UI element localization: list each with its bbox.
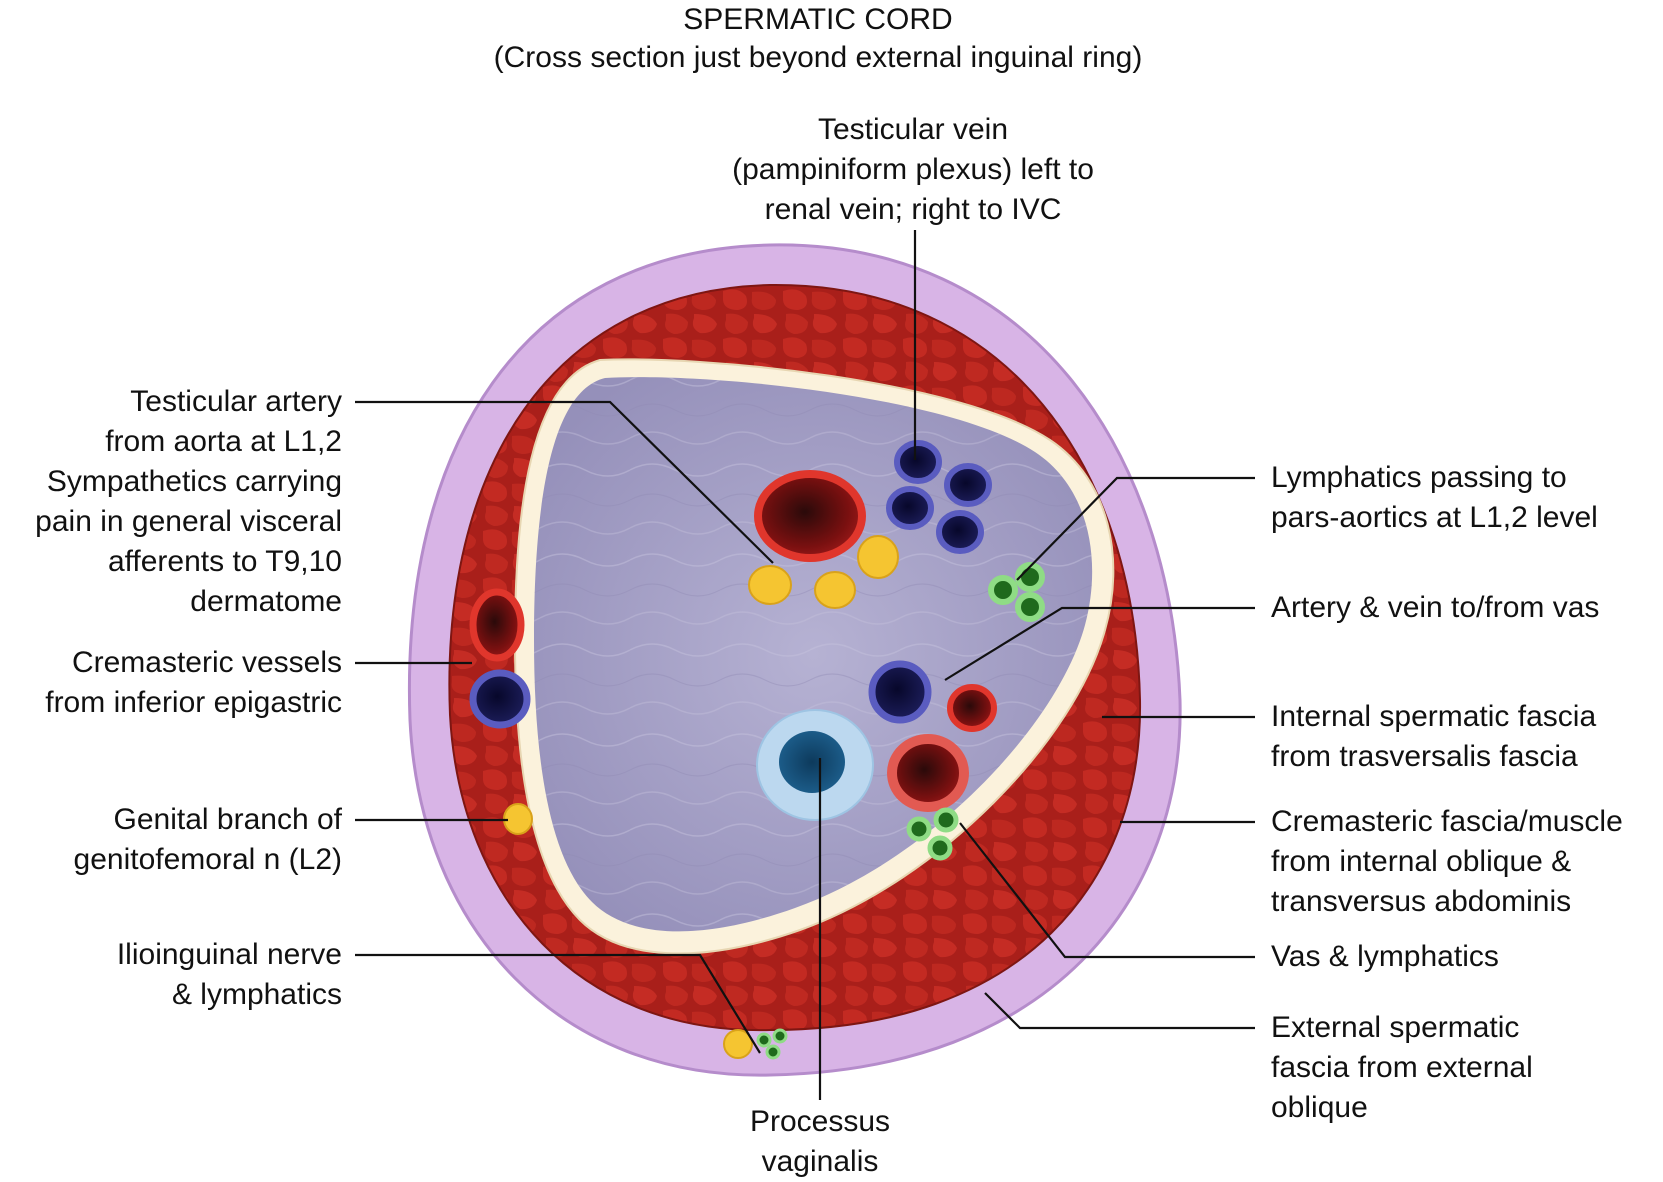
vas-lymphatic-3 — [927, 835, 953, 861]
label-ilioinguinal: Ilioinguinal nerve & lymphatics — [116, 938, 342, 1011]
pampiniform-vein-4 — [936, 510, 984, 554]
testicular-sympathetic-nerve-3 — [857, 535, 899, 579]
label-cremasteric-fascia: Cremasteric fascia/muscle from internal … — [1271, 805, 1623, 918]
testicular-artery — [754, 470, 866, 562]
ilioinguinal-lymphatic-2 — [772, 1028, 788, 1044]
pampiniform-vein-3 — [886, 486, 934, 530]
testicular-sympathetic-nerve-2 — [814, 571, 856, 609]
label-artery-vein-vas: Artery & vein to/from vas — [1271, 591, 1600, 624]
label-vas-lymphatics: Vas & lymphatics — [1271, 940, 1499, 973]
pampiniform-vein-2 — [944, 463, 992, 507]
label-genital-branch: Genital branch of genitofemoral n (L2) — [73, 803, 342, 876]
label-testicular-artery: Testicular artery from aorta at L1,2 Sym… — [35, 385, 342, 618]
label-cremasteric-vessels: Cremasteric vessels from inferior epigas… — [45, 646, 342, 719]
label-processus-vaginalis: Processus vaginalis — [749, 1105, 891, 1178]
diagram-title: SPERMATIC CORD — [683, 3, 953, 36]
cremasteric-vein — [469, 669, 531, 729]
leader-ilioinguinal — [355, 953, 761, 1054]
leader-lines — [355, 230, 1255, 1100]
genital-branch-nerve — [503, 803, 533, 835]
leader-vas-lymphatics — [959, 822, 1255, 959]
processus-vaginalis-lumen — [779, 731, 845, 793]
label-internal-fascia: Internal spermatic fascia from trasversa… — [1271, 700, 1597, 773]
pampiniform-vein-1 — [894, 440, 942, 484]
leader-external-fascia — [984, 992, 1255, 1030]
lymphatic-3 — [1015, 592, 1045, 622]
artery-to-vas — [947, 684, 997, 732]
label-lymphatics: Lymphatics passing to pars-aortics at L1… — [1271, 461, 1598, 534]
diagram-subtitle: (Cross section just beyond external ingu… — [493, 41, 1143, 74]
leader-artery-vein-vas — [944, 606, 1255, 681]
lymphatic-2 — [1015, 562, 1045, 592]
label-testicular-vein: Testicular vein (pampiniform plexus) lef… — [732, 113, 1094, 226]
ilioinguinal-lymphatic-1 — [756, 1032, 772, 1048]
ilioinguinal-nerve — [723, 1029, 753, 1059]
vein-to-vas — [868, 660, 932, 724]
vas-deferens — [887, 734, 969, 812]
vas-lymphatic-2 — [933, 807, 959, 833]
cremasteric-artery — [469, 588, 525, 662]
vas-lymphatic-1 — [906, 816, 932, 842]
label-external-fascia: External spermatic fascia from external … — [1271, 1011, 1533, 1124]
lymphatic-1 — [988, 575, 1018, 605]
leader-lymphatics — [1016, 476, 1255, 581]
testicular-sympathetic-nerve-1 — [748, 565, 792, 605]
ilioinguinal-lymphatic-3 — [765, 1044, 781, 1060]
leader-testicular-artery — [355, 400, 774, 564]
